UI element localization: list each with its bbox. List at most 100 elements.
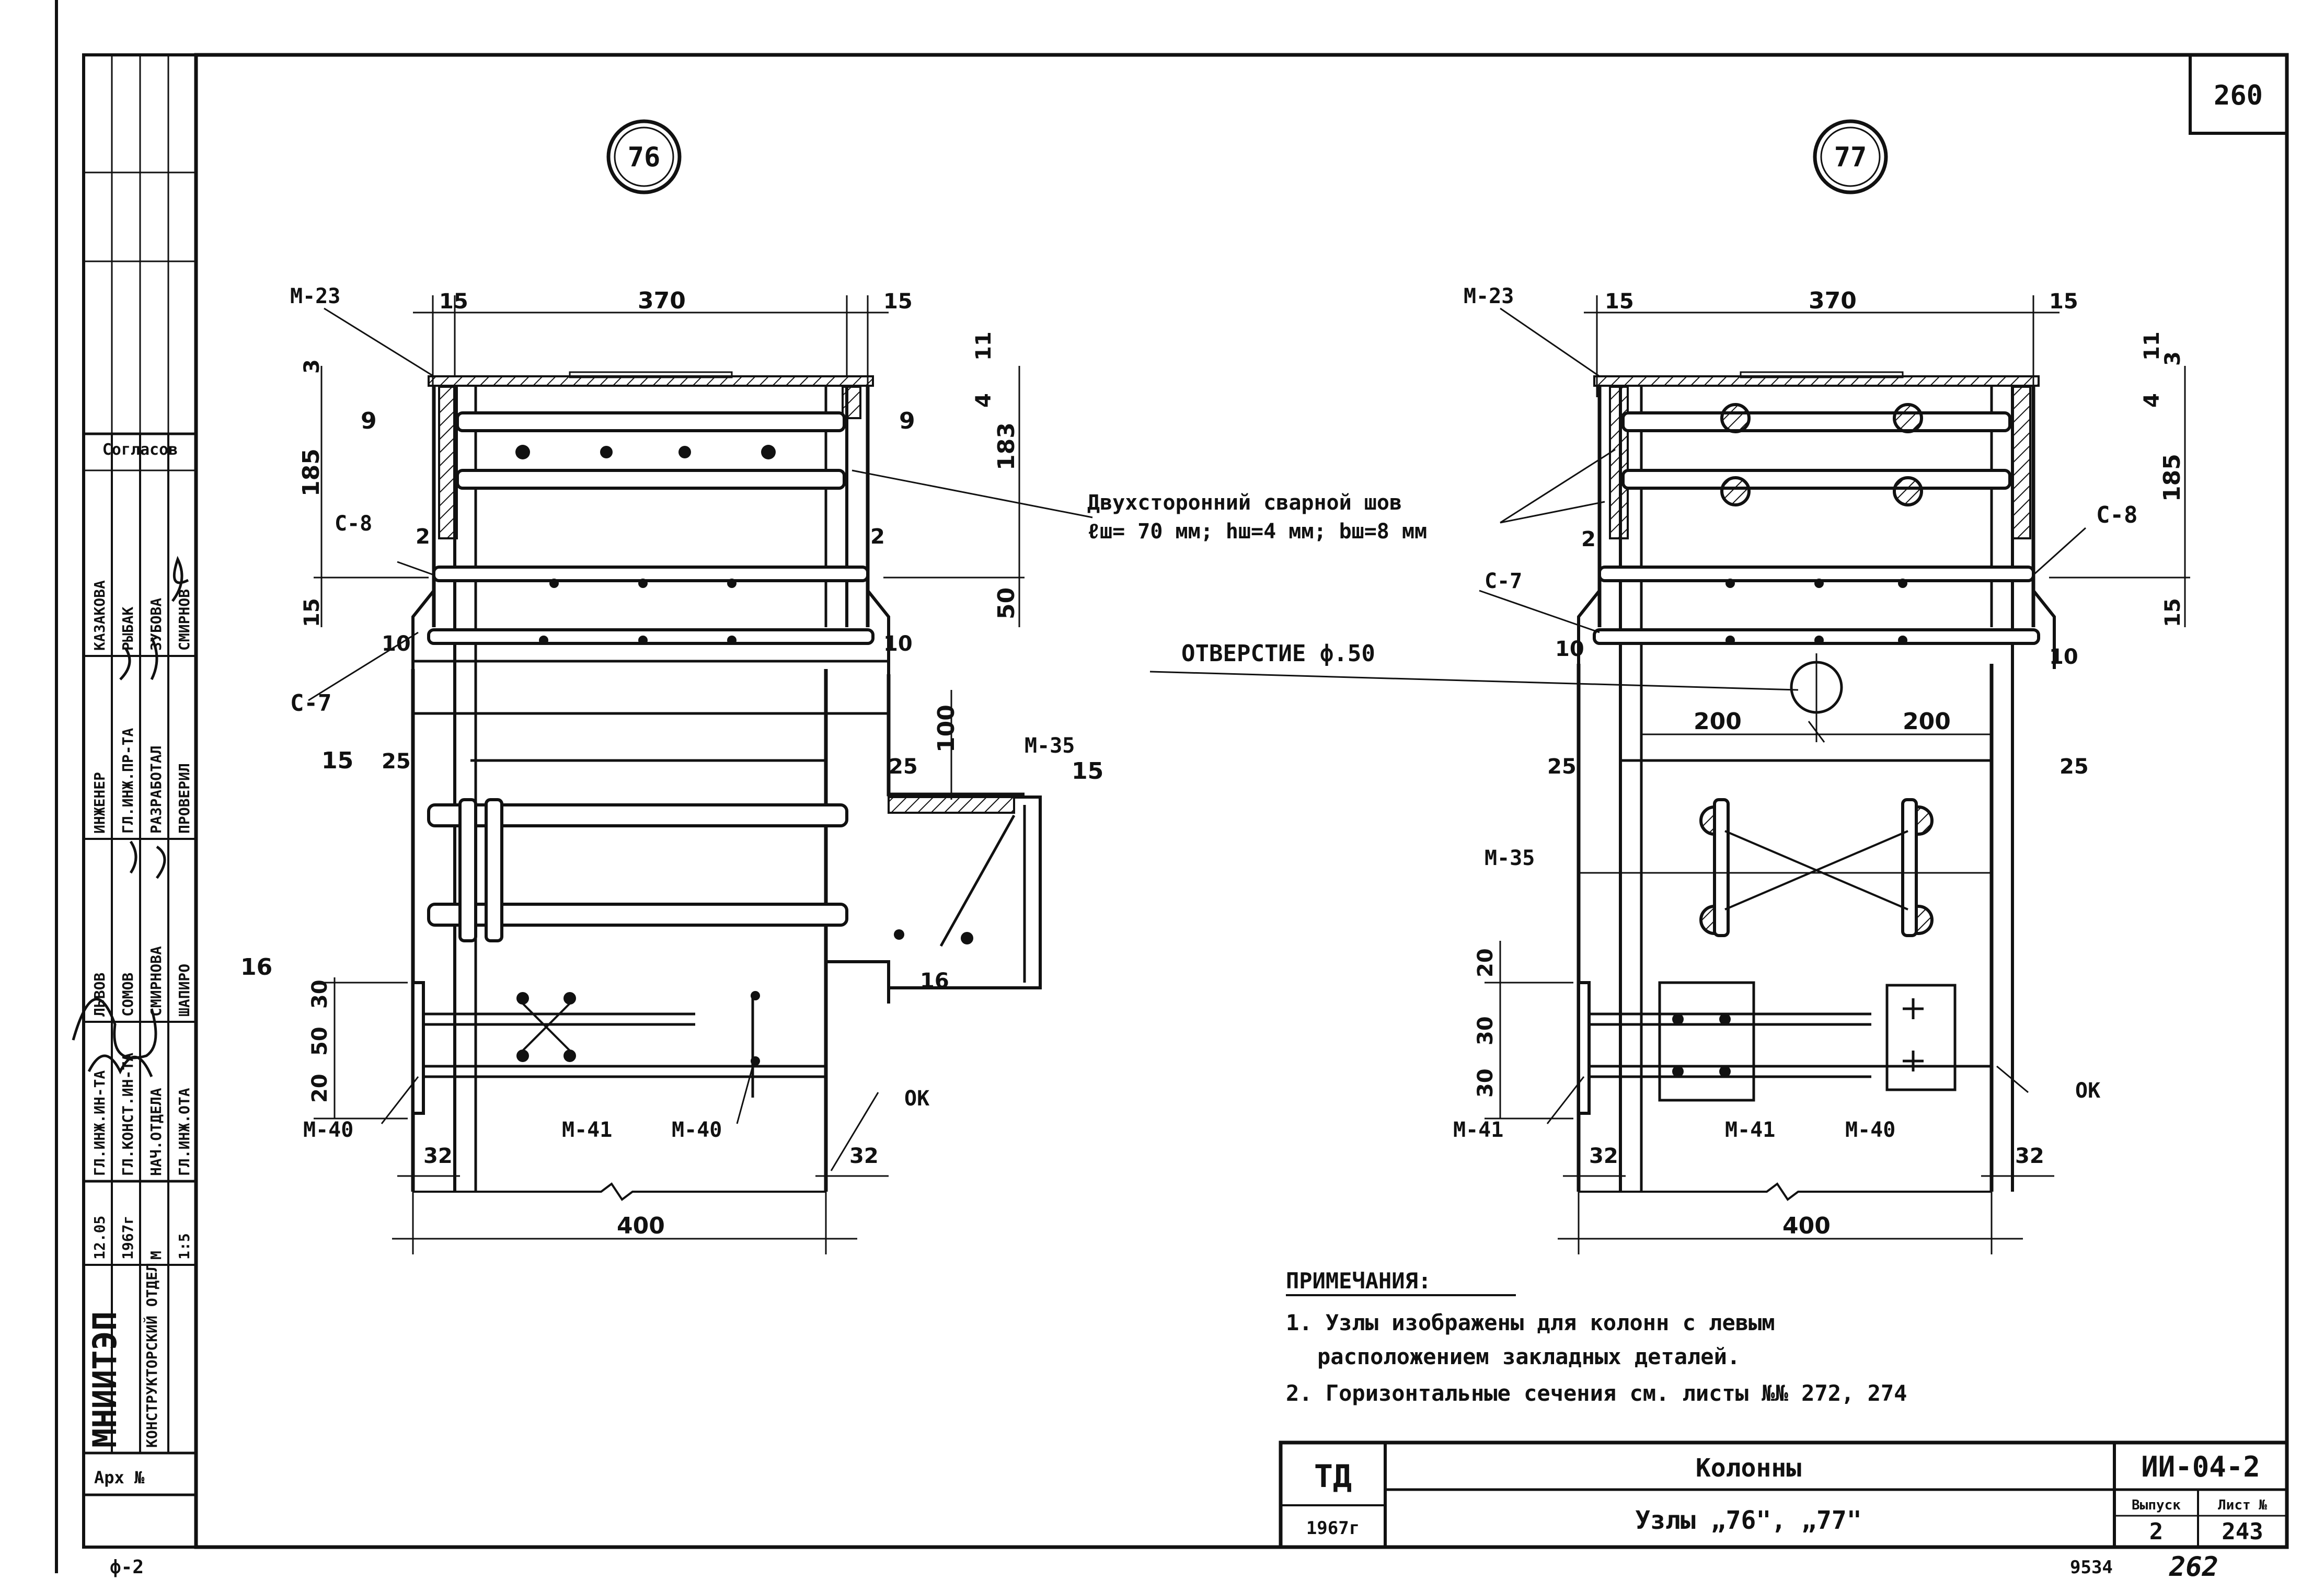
department-name: КОНСТРУКТОРСКИЙ ОТДЕЛ xyxy=(143,1263,160,1448)
issue-number: 2 xyxy=(2149,1518,2164,1545)
n76-dim-183: 183 xyxy=(993,422,1020,470)
n77-dim-2: 2 xyxy=(1581,527,1596,551)
n77-dim-4: 4 xyxy=(2140,393,2164,408)
n76-dim-15d: 15 xyxy=(321,747,353,774)
n76-dim-15b: 15 xyxy=(883,290,913,314)
n76-dim-10a: 10 xyxy=(382,632,411,656)
title-year: 1967г xyxy=(1306,1518,1360,1539)
series-code: ИИ-04-2 xyxy=(2141,1450,2260,1483)
n76-dim-9a: 9 xyxy=(361,408,377,434)
node-77-marker xyxy=(1813,119,1888,194)
n77-dim-15b: 15 xyxy=(2049,290,2078,314)
role-3: РАЗРАБОТАЛ xyxy=(147,745,165,834)
n76-dim-50b: 50 xyxy=(308,1027,332,1056)
n77-dim-30: 30 xyxy=(1474,1016,1498,1045)
n77-dim-30b: 30 xyxy=(1474,1068,1498,1098)
weld-note-line1: Двухсторонний сварной шов xyxy=(1087,491,1402,515)
n77-dim-10b: 10 xyxy=(2049,645,2078,669)
n77-dim-25a: 25 xyxy=(1547,755,1577,779)
n77-ok: ОК xyxy=(2075,1079,2100,1103)
n77-dim-32b: 32 xyxy=(2015,1144,2044,1168)
n77-hole-label: ОТВЕРСТИЕ ф.50 xyxy=(1181,640,1375,667)
n76-dim-30: 30 xyxy=(308,979,332,1009)
n76-dim-11: 11 xyxy=(972,331,996,361)
scale-value: 1:5 xyxy=(176,1233,193,1260)
n77-dim-200b: 200 xyxy=(1903,708,1951,735)
signatures xyxy=(72,556,189,1077)
n76-dim-16b: 16 xyxy=(920,969,949,993)
n76-m40a: М-40 xyxy=(303,1118,353,1142)
n76-dim-20: 20 xyxy=(308,1074,332,1103)
n76-m35: М-35 xyxy=(1025,734,1075,758)
n77-m35: М-35 xyxy=(1485,846,1535,870)
sheet-number: 260 xyxy=(2214,80,2263,111)
n76-dim-9b: 9 xyxy=(899,408,915,434)
n76-dim-3: 3 xyxy=(300,359,324,374)
scale-letter: М xyxy=(147,1251,165,1260)
name-4: ШАПИРО xyxy=(176,964,193,1017)
notes: ПРИМЕЧАНИЯ: 1. Узлы изображены для колон… xyxy=(1286,1268,1907,1406)
n76-dim-2b: 2 xyxy=(870,525,885,549)
n76-m41: М-41 xyxy=(562,1118,612,1142)
n77-dim-11: 11 xyxy=(2140,331,2164,361)
n77-dim-25b: 25 xyxy=(2060,755,2089,779)
n77-dim-200a: 200 xyxy=(1694,708,1742,735)
left-stamp-block xyxy=(82,53,198,1549)
n77-dim-370: 370 xyxy=(1809,287,1857,314)
n76-m40b: М-40 xyxy=(672,1118,722,1142)
n76-dim-10b: 10 xyxy=(883,632,913,656)
n76-dim-32a: 32 xyxy=(423,1144,453,1168)
n76-dim-15c: 15 xyxy=(300,598,324,627)
archive-label: Арх № xyxy=(94,1468,145,1488)
sheet-no: 243 xyxy=(2222,1518,2263,1545)
sheet-label: Лист № xyxy=(2218,1497,2267,1513)
agreed-name-3: ЗУБОВА xyxy=(147,598,165,651)
name-2: СОМОВ xyxy=(119,973,136,1017)
title-org: ТД xyxy=(1314,1458,1352,1495)
n76-dim-15e: 15 xyxy=(1072,758,1103,785)
n77-m23: М-23 xyxy=(1464,284,1514,308)
title-main: Колонны xyxy=(1696,1454,1801,1483)
n77-dim-15c: 15 xyxy=(2161,598,2185,627)
form-code: ф-2 xyxy=(110,1557,144,1578)
issue-label: Выпуск xyxy=(2132,1497,2181,1513)
role-2: ИНЖЕНЕР xyxy=(91,772,108,834)
notes-line1: 1. Узлы изображены для колонн с левым xyxy=(1286,1310,1775,1335)
agreed-name-2: РЫБАК xyxy=(119,607,136,651)
agreed-name-4: СМИРНОВ xyxy=(176,589,193,651)
role2-4: ГЛ.ИНЖ.ОТА xyxy=(176,1088,193,1176)
role-1: ГЛ.ИНЖ.ПР-ТА xyxy=(119,728,136,834)
name-3: СМИРНОВА xyxy=(147,946,165,1017)
n76-c7: С-7 xyxy=(290,690,331,717)
bottom-code: 9534 xyxy=(2070,1557,2113,1578)
role2-2: ГЛ.КОНСТ.ИН-ТА xyxy=(119,1053,136,1176)
weld-note-line2: ℓш= 70 мм; hш=4 мм; bш=8 мм xyxy=(1087,520,1427,544)
n76-dim-185: 185 xyxy=(298,448,325,497)
date-label: 12.05 xyxy=(91,1216,108,1260)
n76-dim-25a: 25 xyxy=(382,750,411,774)
role-4: ПРОВЕРИЛ xyxy=(176,763,193,834)
n76-ok: ОК xyxy=(904,1087,929,1111)
n76-dim-15a: 15 xyxy=(439,290,468,314)
node-77-drawing xyxy=(1149,119,2190,1254)
n77-dim-400: 400 xyxy=(1782,1213,1831,1239)
agreed-name-1: КАЗАКОВА xyxy=(91,580,108,651)
n76-dim-50: 50 xyxy=(993,587,1020,619)
notes-line3: 2. Горизонтальные сечения см. листы №№ 2… xyxy=(1286,1380,1907,1406)
title-block xyxy=(1279,1440,2289,1549)
organization-name: МНИИТЭП xyxy=(86,1311,124,1448)
sheet-frame xyxy=(55,0,2289,1573)
n77-dim-32a: 32 xyxy=(1589,1144,1618,1168)
role2-1: ГЛ.ИНЖ.ИН-ТА xyxy=(91,1070,108,1176)
title-sub: Узлы „76", „77" xyxy=(1635,1506,1861,1535)
n76-dim-100: 100 xyxy=(933,705,960,753)
n76-dim-2a: 2 xyxy=(416,525,430,549)
node-76-marker xyxy=(606,119,682,194)
n77-m40: М-40 xyxy=(1845,1118,1895,1142)
n76-m23: М-23 xyxy=(290,284,340,308)
n77-c8: С-8 xyxy=(2096,502,2137,528)
notes-title: ПРИМЕЧАНИЯ: xyxy=(1286,1268,1431,1294)
n76-dim-4: 4 xyxy=(972,393,996,408)
